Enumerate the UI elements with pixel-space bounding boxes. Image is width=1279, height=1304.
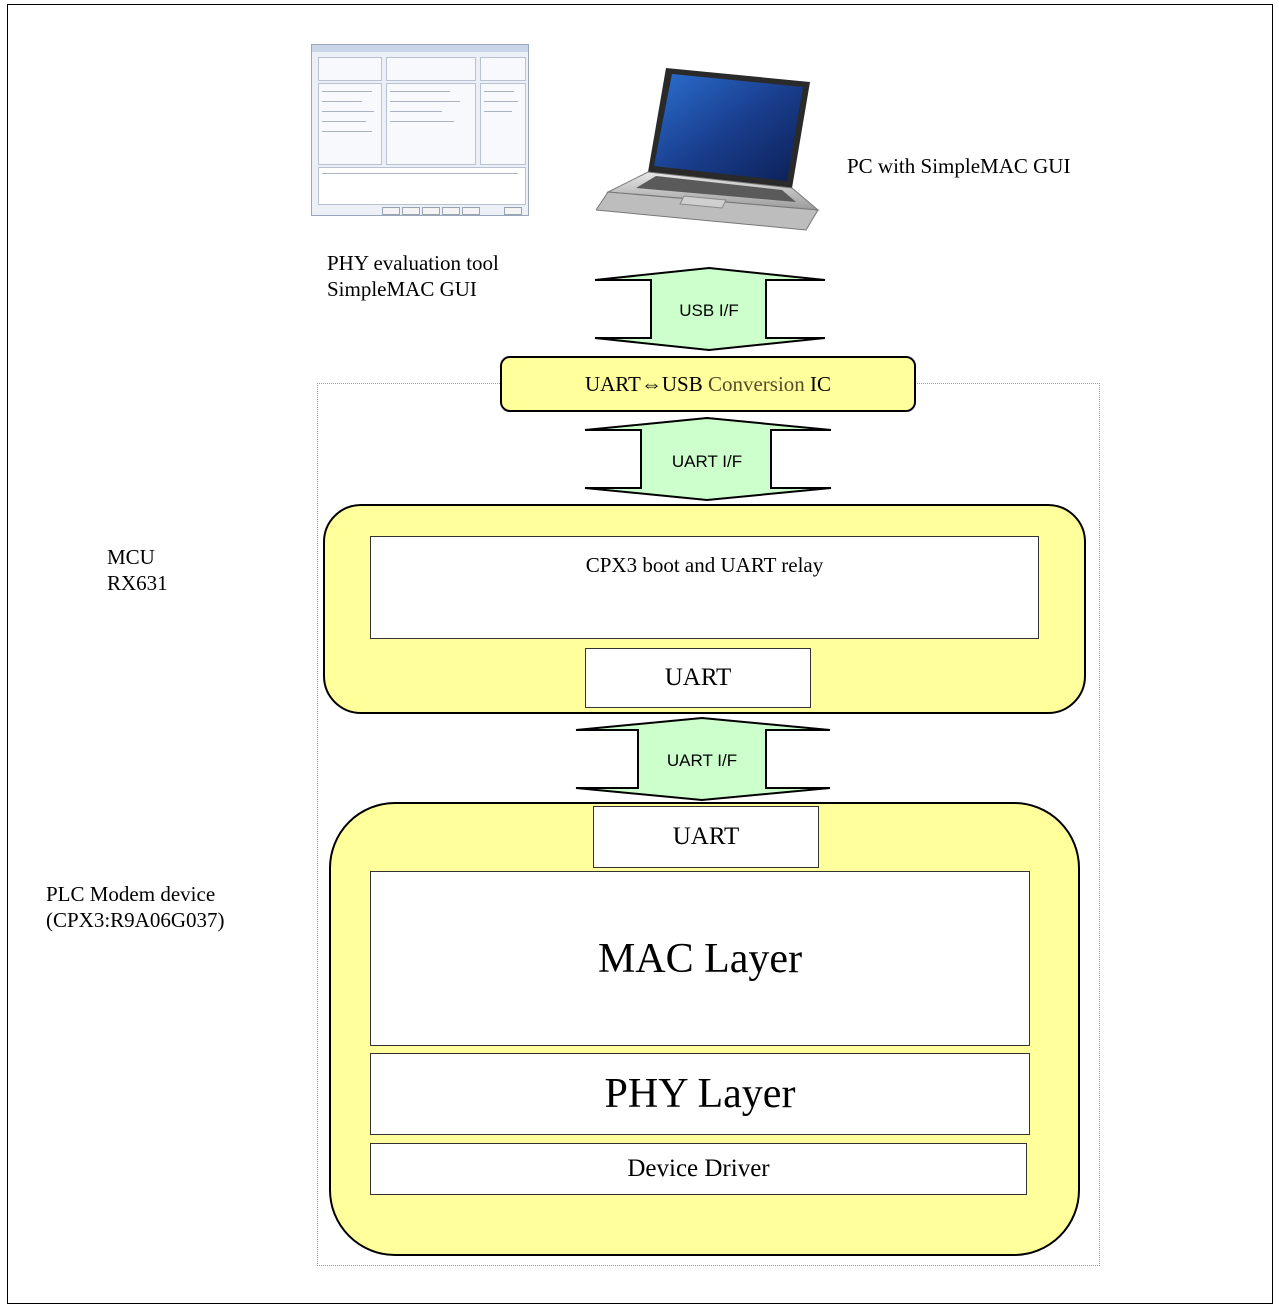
conversion-ic-suffix: IC	[804, 371, 832, 396]
conversion-ic-box: UART⇔USB Conversion IC	[500, 356, 916, 412]
phy-layer-label: PHY Layer	[604, 1071, 796, 1117]
uart-if-label-1: UART I/F	[671, 452, 743, 471]
laptop-icon	[596, 68, 820, 231]
uart-relay-label: CPX3 boot and UART relay	[585, 553, 824, 577]
mac-layer-block: MAC Layer	[370, 871, 1030, 1046]
uart-if-arrow-2	[575, 716, 831, 802]
device-driver-label: Device Driver	[627, 1155, 770, 1182]
usb-if-label: USB I/F	[679, 301, 739, 320]
gui-screenshot-thumbnail	[311, 44, 529, 216]
pc-label: PC with SimpleMAC GUI	[847, 154, 1071, 178]
mcu-uart-label: UART	[664, 664, 732, 691]
usb-if-arrow	[594, 266, 826, 352]
conversion-ic-middle: Conversion	[707, 371, 805, 396]
mcu-label: MCU RX631	[107, 545, 168, 595]
conversion-ic-prefix: UART⇔USB	[584, 371, 708, 396]
mcu-uart-block: UART	[585, 648, 811, 708]
uart-relay-block: CPX3 boot and UART relay	[370, 536, 1039, 639]
plc-uart-block: UART	[593, 806, 819, 868]
phy-layer-block: PHY Layer	[370, 1053, 1030, 1135]
device-driver-block: Device Driver	[370, 1143, 1027, 1195]
uart-if-label-2: UART I/F	[666, 751, 738, 770]
plc-uart-label: UART	[672, 823, 740, 850]
uart-if-arrow-1	[584, 416, 832, 502]
tool-label: PHY evaluation tool SimpleMAC GUI	[327, 251, 499, 301]
mac-layer-label: MAC Layer	[597, 935, 803, 982]
plc-label: PLC Modem device (CPX3:R9A06G037)	[46, 882, 225, 932]
